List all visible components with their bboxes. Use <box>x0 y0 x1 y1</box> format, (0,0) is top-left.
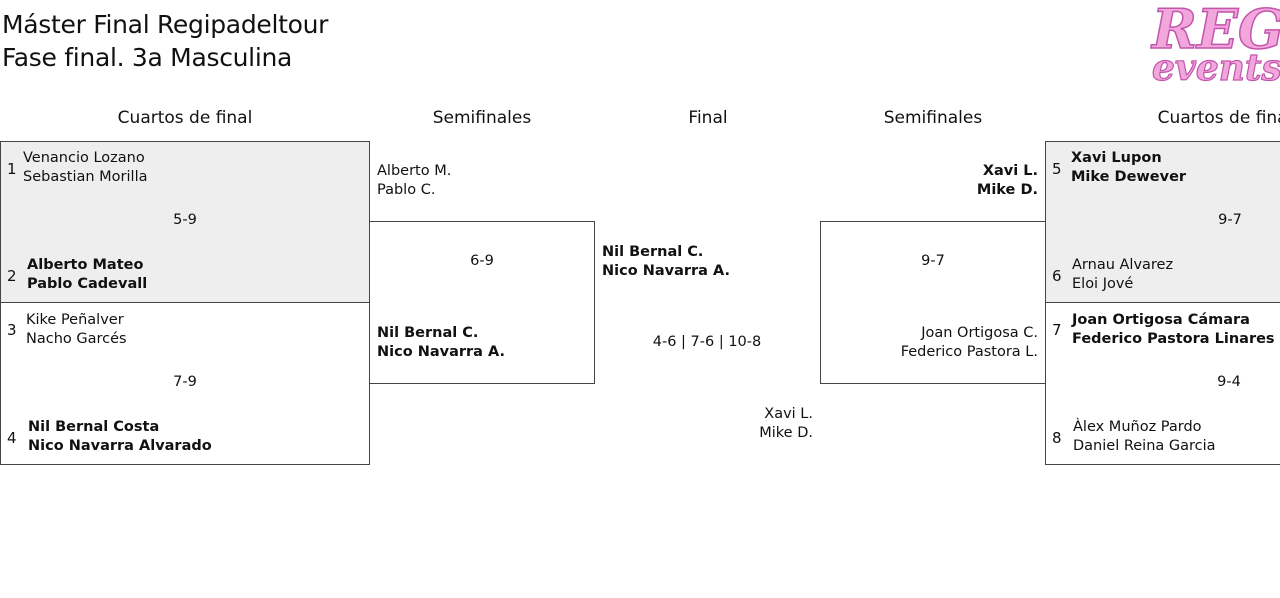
sf-left-team-2-player-1: Nil Bernal C. <box>377 325 479 341</box>
team-5-player-1: Xavi Lupon <box>1071 150 1162 166</box>
team-8-player-1: Àlex Muñoz Pardo <box>1073 419 1202 435</box>
column-header-sf-left: Semifinales <box>432 108 532 128</box>
team-5-player-2: Mike Dewever <box>1071 169 1187 185</box>
seed-number: 6 <box>1052 267 1062 285</box>
sf-left-match[interactable] <box>369 221 595 384</box>
team-2-player-2: Pablo Cadevall <box>27 276 148 292</box>
logo-text-top: REGI <box>1150 0 1280 61</box>
team-1-player-2: Sebastian Morilla <box>23 169 148 185</box>
sf-right-team-1-player-2: Mike D. <box>976 182 1038 198</box>
title-line-1: Máster Final Regipadeltour <box>2 10 329 39</box>
team-7-player-2: Federico Pastora Linares <box>1072 331 1275 347</box>
team-8-player-2: Daniel Reina Garcia <box>1073 438 1216 454</box>
team-4-player-2: Nico Navarra Alvarado <box>28 438 212 454</box>
column-header-final: Final <box>688 108 728 128</box>
column-header-sf-right: Semifinales <box>883 108 983 128</box>
team-6-player-1: Arnau Alvarez <box>1072 257 1174 273</box>
seed-number: 2 <box>7 267 17 285</box>
final-team-2-player-1: Xavi L. <box>764 406 813 422</box>
team-3-player-2: Nacho Garcés <box>26 331 127 347</box>
column-header-qf-right: Cuartos de final <box>1157 108 1280 128</box>
final-team-1-player-1: Nil Bernal C. <box>602 244 704 260</box>
sf-right-team-2-player-2: Federico Pastora L. <box>900 344 1038 360</box>
sf-right-team-1-player-1: Xavi L. <box>982 163 1038 179</box>
seed-number: 8 <box>1052 429 1062 447</box>
final-score: 4-6 | 7-6 | 10-8 <box>652 334 762 350</box>
column-header-qf-left: Cuartos de final <box>117 108 253 128</box>
sf-left-team-1-player-1: Alberto M. <box>377 163 452 179</box>
match-score: 9-7 <box>921 253 945 269</box>
final-team-1-player-2: Nico Navarra A. <box>602 263 731 279</box>
match-score: 9-7 <box>1218 212 1242 228</box>
match-score: 5-9 <box>173 212 197 228</box>
logo-graphic: REGI events <box>1150 0 1280 84</box>
logo-text-bottom: events <box>1152 47 1280 84</box>
seed-number: 5 <box>1052 160 1062 178</box>
team-2-player-1: Alberto Mateo <box>27 257 144 273</box>
qf-right-match-1[interactable] <box>1045 141 1280 303</box>
seed-number: 7 <box>1052 321 1062 339</box>
sf-left-team-1-player-2: Pablo C. <box>377 182 436 198</box>
team-4-player-1: Nil Bernal Costa <box>28 419 160 435</box>
final-team-2-player-2: Mike D. <box>759 425 813 441</box>
team-3-player-1: Kike Peñalver <box>26 312 124 328</box>
match-score: 9-4 <box>1217 374 1241 390</box>
page-title: Máster Final Regipadeltour Fase final. 3… <box>2 8 328 74</box>
seed-number: 1 <box>7 160 17 178</box>
match-score: 6-9 <box>470 253 494 269</box>
team-7-player-1: Joan Ortigosa Cámara <box>1072 312 1250 328</box>
sf-right-team-2-player-1: Joan Ortigosa C. <box>921 325 1038 341</box>
seed-number: 4 <box>7 429 17 447</box>
match-score: 7-9 <box>173 374 197 390</box>
title-line-2: Fase final. 3a Masculina <box>2 43 293 72</box>
qf-left-match-1[interactable] <box>0 141 370 303</box>
regi-events-logo: REGI events <box>1150 0 1280 84</box>
sf-left-team-2-player-2: Nico Navarra A. <box>377 344 506 360</box>
qf-right-match-2[interactable] <box>1045 302 1280 465</box>
seed-number: 3 <box>7 321 17 339</box>
team-1-player-1: Venancio Lozano <box>23 150 145 166</box>
team-6-player-2: Eloi Jové <box>1072 276 1134 292</box>
